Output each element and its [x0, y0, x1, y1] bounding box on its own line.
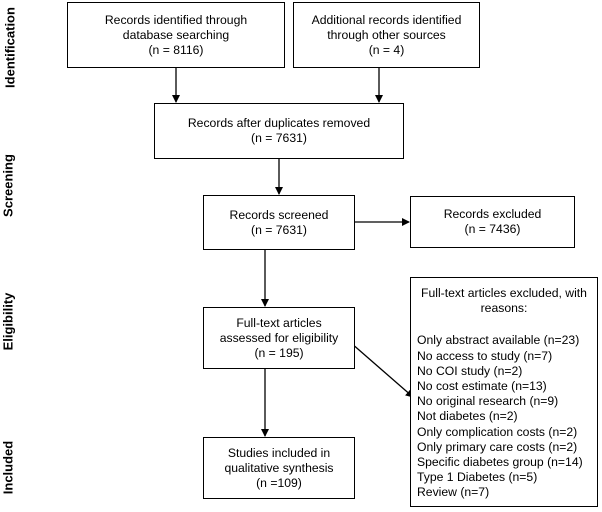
box-additional-records: Additional records identified through ot…	[293, 2, 480, 68]
excluded-heading-line: reasons:	[480, 301, 528, 316]
reason-item: No access to study (n=7)	[417, 348, 553, 363]
box-line: Records excluded	[443, 207, 542, 221]
box-line: Records screened	[229, 207, 329, 222]
reason-item: No cost estimate (n=13)	[417, 379, 547, 394]
reason-item: Only primary care costs (n=2)	[417, 439, 578, 454]
box-line: database searching	[122, 27, 230, 42]
box-line: qualitative synthesis	[224, 460, 334, 475]
excluded-heading-line: Full-text articles excluded, with	[421, 286, 587, 300]
box-line: Full-text articles	[236, 315, 322, 330]
box-line: Additional records identified	[311, 12, 462, 27]
box-count: (n = 7436)	[464, 222, 521, 236]
box-fulltext-assessed: Full-text articles assessed for eligibil…	[203, 307, 355, 369]
box-count: (n = 4)	[368, 42, 405, 57]
reason-item: Specific diabetes group (n=14)	[417, 455, 583, 470]
box-records-screened: Records screened (n = 7631)	[203, 195, 355, 250]
box-after-duplicates: Records after duplicates removed (n = 76…	[154, 103, 404, 159]
box-count: (n = 8116)	[148, 42, 204, 57]
box-count: (n = 7631)	[251, 131, 307, 145]
box-fulltext-excluded: Full-text articles excluded, with reason…	[410, 277, 598, 507]
reason-item: Only complication costs (n=2)	[417, 424, 578, 439]
reason-item: Only abstract available (n=23)	[417, 333, 580, 348]
box-line: Records after duplicates removed	[187, 116, 371, 130]
box-count: (n = 195)	[254, 345, 304, 360]
reason-item: No original research (n=9)	[417, 394, 559, 409]
box-line: through other sources	[327, 27, 446, 42]
box-count: (n = 7631)	[251, 222, 307, 237]
box-count: (n =109)	[256, 475, 302, 490]
box-line: Records identified through	[104, 12, 248, 27]
box-line: Studies included in	[227, 445, 331, 460]
box-records-identified: Records identified through database sear…	[67, 2, 285, 68]
box-records-excluded: Records excluded (n = 7436)	[410, 196, 575, 248]
box-studies-included: Studies included in qualitative synthesi…	[203, 437, 355, 499]
reason-item: Not diabetes (n=2)	[417, 409, 518, 424]
reason-item: Review (n=7)	[417, 485, 490, 500]
excluded-reasons-list: Only abstract available (n=23) No access…	[417, 333, 591, 500]
reason-item: No COI study (n=2)	[417, 363, 523, 378]
box-line: assessed for eligibility	[219, 330, 339, 345]
reason-item: Type 1 Diabetes (n=5)	[417, 470, 538, 485]
excluded-heading: Full-text articles excluded, with reason…	[417, 286, 591, 316]
